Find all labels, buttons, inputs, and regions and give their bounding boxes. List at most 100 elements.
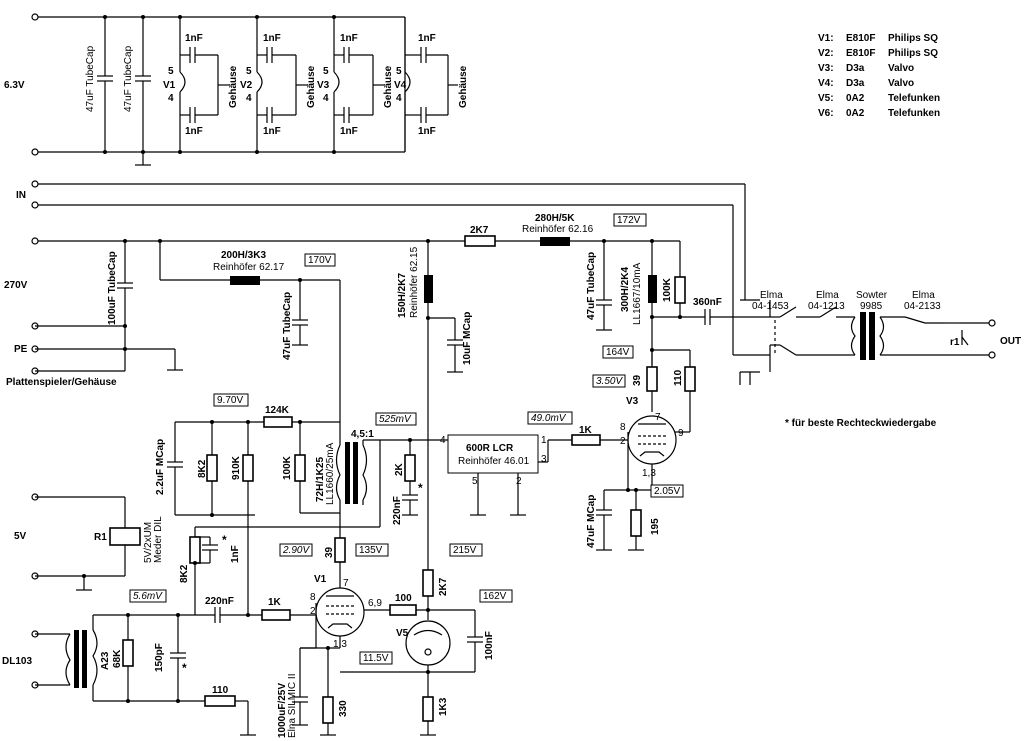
heater-v1-nf-bottom: 1nF <box>185 126 203 137</box>
mid-r-100k <box>294 454 306 482</box>
dl103-xfmr-core-2 <box>82 630 87 688</box>
terminal-heater-top <box>31 13 39 21</box>
input-lines: IN <box>16 180 746 355</box>
mid-r-124k-label: 124K <box>265 405 290 416</box>
mid-section: 124K 9.70V 2.2uF MCap 8K2 910K 100K <box>155 393 448 537</box>
input-r-110-label: 110 <box>212 685 229 696</box>
v1-tube-label: V1 <box>314 574 327 585</box>
tube-list-id-3: V4: <box>818 78 834 89</box>
input-cap1000-a: 1000uF/25V <box>277 683 288 738</box>
v3-cap47-label: 47uF MCap <box>586 495 597 548</box>
heater-v2-pin5: 5 <box>246 66 252 77</box>
tube-list-id-1: V2: <box>818 48 834 59</box>
input-cap-220nf-label: 220nF <box>205 596 234 607</box>
volt-350: 3.50V <box>596 376 623 387</box>
heater-v3-pin4: 4 <box>323 93 329 104</box>
tube-list-type-3: D3a <box>846 78 865 89</box>
input-meter-b: Meder DIL <box>153 516 164 563</box>
note-square-wave: * für beste Rechteckwiedergabe <box>785 418 937 429</box>
lcr-box <box>447 434 539 474</box>
rail-pe-label: PE <box>14 344 28 355</box>
choke3 <box>424 275 433 303</box>
tube-list-id-0: V1: <box>818 33 834 44</box>
input-r1-label: R1 <box>94 532 107 543</box>
v1-pin2: 2 <box>310 606 316 617</box>
v1-pin8: 8 <box>310 592 316 603</box>
volt-49: 49.0mV <box>531 413 567 424</box>
volt-164: 164V <box>606 347 630 358</box>
mid-r-8k2-label: 8K2 <box>197 459 208 478</box>
volt-290: 2.90V <box>282 545 310 556</box>
rail-in-label: IN <box>16 190 26 201</box>
heater-cap2-label: 47uF TubeCap <box>123 45 134 112</box>
input-relay-r1 <box>109 527 141 546</box>
lcr-pin3: 3 <box>541 454 547 465</box>
input-cap-150pf-label: 150pF <box>154 643 165 672</box>
choke1-make: Reinhöfer 62.17 <box>213 262 285 273</box>
volt-215: 215V <box>453 545 477 556</box>
psu-cap47-label: 47uF TubeCap <box>282 292 293 360</box>
v3-r-1k-label: 1K <box>579 425 593 436</box>
tube-list-maker-3: Valvo <box>888 78 914 89</box>
lcr-pin5: 5 <box>472 476 478 487</box>
heater-v3-label: V3 <box>317 80 330 91</box>
heater-v3-nf-bottom: 1nF <box>340 126 358 137</box>
mid-r-8k2 <box>206 454 218 482</box>
mid-r-910k <box>242 454 254 482</box>
choke3-make: Reinhöfer 62.15 <box>409 246 420 318</box>
heater-group-v1: 1nF 1nF 5 4 V1 Gehäuse <box>163 15 239 154</box>
heater-v1-pin4: 4 <box>168 93 174 104</box>
heater-v2-nf-top: 1nF <box>263 33 281 44</box>
heater-v4-label: V4 <box>394 80 407 91</box>
input-r-100-label: 100 <box>395 593 412 604</box>
tube-list-maker-2: Valvo <box>888 63 914 74</box>
rail-dl103-label: DL103 <box>2 656 32 667</box>
input-r-2k7-label: 2K7 <box>438 577 449 596</box>
v3-pin7: 7 <box>655 412 661 423</box>
input-r-8k2-label: 8K2 <box>179 564 190 583</box>
v3-pin8: 8 <box>620 422 626 433</box>
heater-v4-pin5: 5 <box>396 66 402 77</box>
mid-cap220-label: 220nF <box>392 496 403 525</box>
choke1 <box>230 276 260 285</box>
elma3-a: Elma <box>912 290 935 301</box>
psu-cap47-v3-label: 47uF TubeCap <box>586 252 597 320</box>
choke2-name: 280H/5K <box>535 213 575 224</box>
elma1-b: 04-1453 <box>752 301 789 312</box>
tube-list: V1: E810F Philips SQ V2: E810F Philips S… <box>818 33 940 119</box>
rail-5v-label: 5V <box>14 531 27 542</box>
tube-list-maker-0: Philips SQ <box>888 33 938 44</box>
input-stage: 5V R1 5V/2xUM Meder DIL 8K2 1nF * 2.90V … <box>2 493 513 738</box>
lcr-make: Reinhöfer 46.01 <box>458 456 530 467</box>
rail-plattenspieler-label: Plattenspieler/Gehäuse <box>6 377 117 388</box>
input-r-1k-label: 1K <box>268 597 282 608</box>
tube-list-id-5: V6: <box>818 108 834 119</box>
tube-list-maker-5: Telefunken <box>888 108 940 119</box>
input-cap1000-b: Elna SILMIC II <box>287 674 298 738</box>
rail-63v-label: 6.3V <box>4 80 25 91</box>
lcr-pin2: 2 <box>516 476 522 487</box>
v3-tube-label: V3 <box>626 396 639 407</box>
heater-v2-nf-bottom: 1nF <box>263 126 281 137</box>
v3-r-39-label: 39 <box>632 374 643 386</box>
mid-cap22-label: 2.2uF MCap <box>155 439 166 495</box>
input-r-68k-label: 68K <box>112 649 123 668</box>
elma3-b: 04-2133 <box>904 301 941 312</box>
choke3-name: 150H/2K7 <box>397 273 408 318</box>
volt-115: 11.5V <box>363 653 389 664</box>
tube-list-maker-1: Philips SQ <box>888 48 938 59</box>
input-cap-100nf-label: 100nF <box>484 631 495 660</box>
tube-v1 <box>315 587 365 637</box>
heater-v1-gehause: Gehäuse <box>228 65 239 108</box>
input-r-39-label: 39 <box>324 546 335 558</box>
tube-v3 <box>627 415 677 465</box>
tube-v5 <box>405 620 451 666</box>
volt-170: 170V <box>308 255 332 266</box>
rail-out-label: OUT <box>1000 336 1021 347</box>
psu-r-2k7 <box>464 235 496 247</box>
input-r-1k3-label: 1K3 <box>438 697 449 716</box>
heater-group-v2: 1nF 1nF 5 4 V2 Gehäuse <box>240 15 317 154</box>
v3-r-39 <box>646 366 658 392</box>
heater-group-v3: 1nF 1nF 5 4 V3 Gehäuse <box>317 15 394 154</box>
